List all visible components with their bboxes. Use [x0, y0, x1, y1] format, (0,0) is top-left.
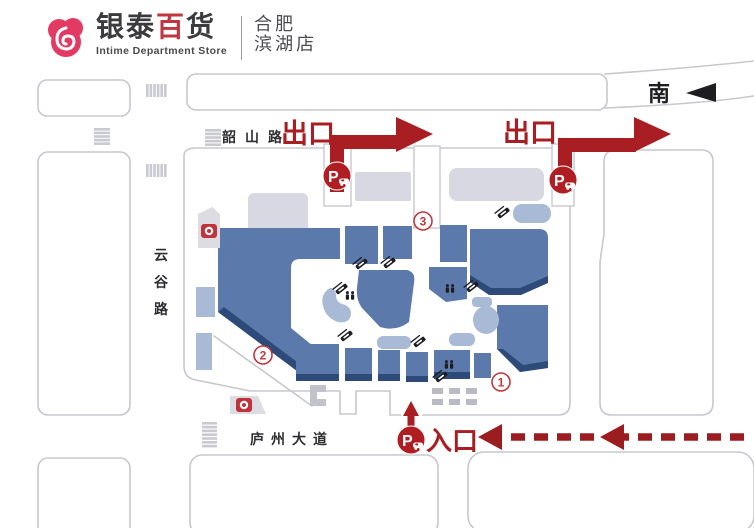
store-name: 合肥 滨湖店 [254, 14, 318, 54]
parking-sign-3: P [396, 425, 426, 455]
dashed-entry-arrow [478, 424, 744, 450]
building [322, 288, 351, 323]
road-curve-upper [604, 60, 754, 75]
building [218, 228, 340, 371]
structure-mark [310, 385, 326, 406]
number-badge-1: 1 [491, 372, 511, 392]
exit-label: 出口 [281, 119, 335, 149]
building [472, 297, 492, 307]
building [513, 204, 551, 223]
road-label-shaoshan: 韶山路 [222, 129, 291, 145]
svg-text:2: 2 [260, 349, 267, 363]
station-icon [198, 207, 220, 248]
header: 银泰百货 Intime Department Store 合肥 滨湖店 [44, 10, 317, 64]
svg-text:谷: 谷 [154, 274, 169, 290]
building [353, 170, 413, 203]
building [196, 287, 215, 317]
exit-label: 出口 [503, 118, 557, 148]
building [377, 336, 411, 349]
number-badge-3: 3 [413, 211, 433, 231]
building [356, 270, 415, 329]
parking-sign-1: P [322, 161, 352, 191]
crosswalk [202, 422, 217, 448]
building [474, 353, 491, 378]
block-bottom-left [37, 457, 131, 528]
parking-sign-2: P [548, 165, 578, 195]
entrance-route: 入口 [403, 401, 744, 456]
building [447, 166, 546, 203]
road-label-yungu: 云 谷 路 [154, 247, 169, 317]
diagonal-road-edge [213, 335, 313, 407]
block-left [37, 151, 131, 416]
brand-name-en: Intime Department Store [96, 45, 228, 57]
building-shadow [345, 374, 372, 381]
crosswalk [146, 84, 167, 97]
block-top-middle [186, 73, 608, 111]
compass-label: 南 [648, 81, 670, 106]
building-shadow [406, 376, 428, 382]
road-label-luzhou: 庐州大道 [250, 431, 334, 447]
building [378, 350, 400, 380]
intime-logo-icon [48, 18, 83, 57]
city-blocks [37, 60, 754, 528]
svg-text:1: 1 [498, 376, 505, 390]
compass: 南 [648, 81, 716, 106]
parking-letter: P [554, 173, 565, 190]
building [449, 333, 475, 346]
crosswalks [94, 84, 221, 448]
svg-text:3: 3 [420, 215, 427, 229]
building-shadow [296, 374, 339, 381]
building [383, 226, 412, 259]
brand-block: 银泰百货 Intime Department Store [96, 10, 227, 57]
road-curve-lower [604, 95, 754, 109]
number-badge-2: 2 [253, 345, 273, 365]
svg-text:云: 云 [154, 247, 168, 263]
building-shadow [497, 349, 548, 372]
buildings-layer [218, 225, 548, 382]
building-shadow [470, 275, 548, 295]
building [440, 225, 467, 262]
block-bottom-right [467, 451, 754, 528]
building [196, 333, 212, 370]
station-icon [230, 396, 266, 414]
building [406, 352, 428, 382]
block-top-left [37, 79, 131, 117]
building-shadow [434, 372, 470, 379]
parking-letter: P [328, 169, 339, 186]
light-structures [196, 204, 551, 370]
compass-arrow-icon [686, 83, 716, 102]
block-right [599, 149, 714, 416]
svg-text:路: 路 [154, 301, 169, 317]
building [473, 306, 499, 334]
brand-name: 银泰百货 [96, 11, 217, 42]
crosswalk [94, 128, 110, 145]
building-shadow [218, 307, 297, 371]
crosswalk [205, 129, 221, 146]
building [470, 229, 548, 294]
parking-letter: P [402, 433, 413, 450]
entrance-label: 入口 [426, 426, 478, 456]
crosswalk [146, 164, 167, 177]
block-bottom-center [189, 454, 439, 528]
header-divider [241, 16, 243, 60]
building-shadow [378, 374, 400, 381]
parking-stalls [432, 388, 477, 405]
